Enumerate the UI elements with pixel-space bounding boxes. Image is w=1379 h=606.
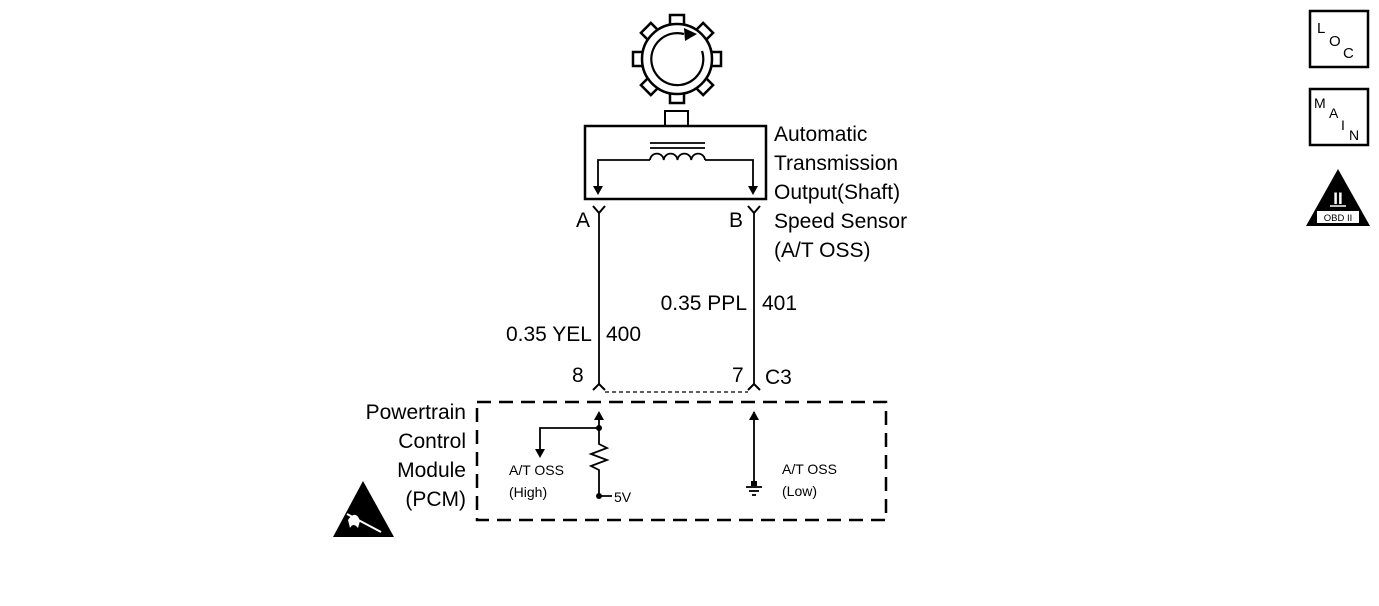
- main-letter: I: [1341, 117, 1345, 133]
- connector-pin-8: 8: [572, 364, 584, 387]
- connector-name: C3: [765, 366, 792, 389]
- sensor-name-line: Speed Sensor: [774, 210, 907, 233]
- obd-numeral: II: [1333, 189, 1342, 208]
- junction-dot: [596, 493, 602, 499]
- speed-sensor-body: [583, 124, 768, 201]
- sensor-name-line: Transmission: [774, 152, 898, 175]
- pcm-box: [475, 400, 888, 522]
- wire-401-circuit: 401: [762, 292, 797, 315]
- main-letter: M: [1314, 95, 1326, 111]
- main-letter: N: [1349, 127, 1359, 143]
- connector-c3: [592, 382, 761, 393]
- wire-401-color: 0.35 PPL: [661, 292, 747, 315]
- loc-letter: O: [1329, 33, 1341, 50]
- sensor-name: Automatic Transmission Output(Shaft) Spe…: [774, 123, 907, 262]
- esd-warning-icon: [333, 481, 394, 537]
- pcm-name-line: Control: [398, 430, 466, 453]
- pcm-name-line: Module: [397, 459, 466, 482]
- wire-400-color: 0.35 YEL: [506, 323, 592, 346]
- reference-voltage: 5V: [614, 489, 632, 505]
- sensor-name-line: Output(Shaft): [774, 181, 900, 204]
- sensor-tip: [664, 110, 689, 127]
- sensor-pin-a: A: [576, 209, 590, 232]
- pcm-name-line: Powertrain: [366, 401, 466, 424]
- main-button[interactable]: M A I N: [1308, 87, 1370, 147]
- reluctor-wheel-icon: [631, 13, 723, 105]
- high-signal-label: (High): [509, 484, 547, 500]
- wire-400-circuit: 400: [606, 323, 641, 346]
- pcm-low-circuit: [746, 411, 762, 496]
- ground-icon: [751, 481, 757, 486]
- main-letter: A: [1329, 105, 1339, 121]
- junction-dot: [596, 425, 602, 431]
- low-signal-label: (Low): [782, 483, 817, 499]
- obd-label: OBD II: [1324, 213, 1353, 224]
- connector-pin-7: 7: [732, 364, 744, 387]
- pcm-name: Powertrain Control Module (PCM): [366, 401, 466, 511]
- pcm-name-line: (PCM): [405, 488, 466, 511]
- loc-letter: C: [1343, 45, 1354, 62]
- loc-letter: L: [1317, 20, 1325, 37]
- sensor-pin-b: B: [729, 209, 743, 232]
- sensor-name-line: (A/T OSS): [774, 239, 870, 262]
- loc-button[interactable]: L O C: [1308, 9, 1370, 69]
- low-signal-label: A/T OSS: [782, 461, 837, 477]
- high-signal-label: A/T OSS: [509, 462, 564, 478]
- obd-ii-button[interactable]: II OBD II: [1306, 169, 1370, 226]
- wires: [598, 213, 755, 384]
- sensor-name-line: Automatic: [774, 123, 867, 146]
